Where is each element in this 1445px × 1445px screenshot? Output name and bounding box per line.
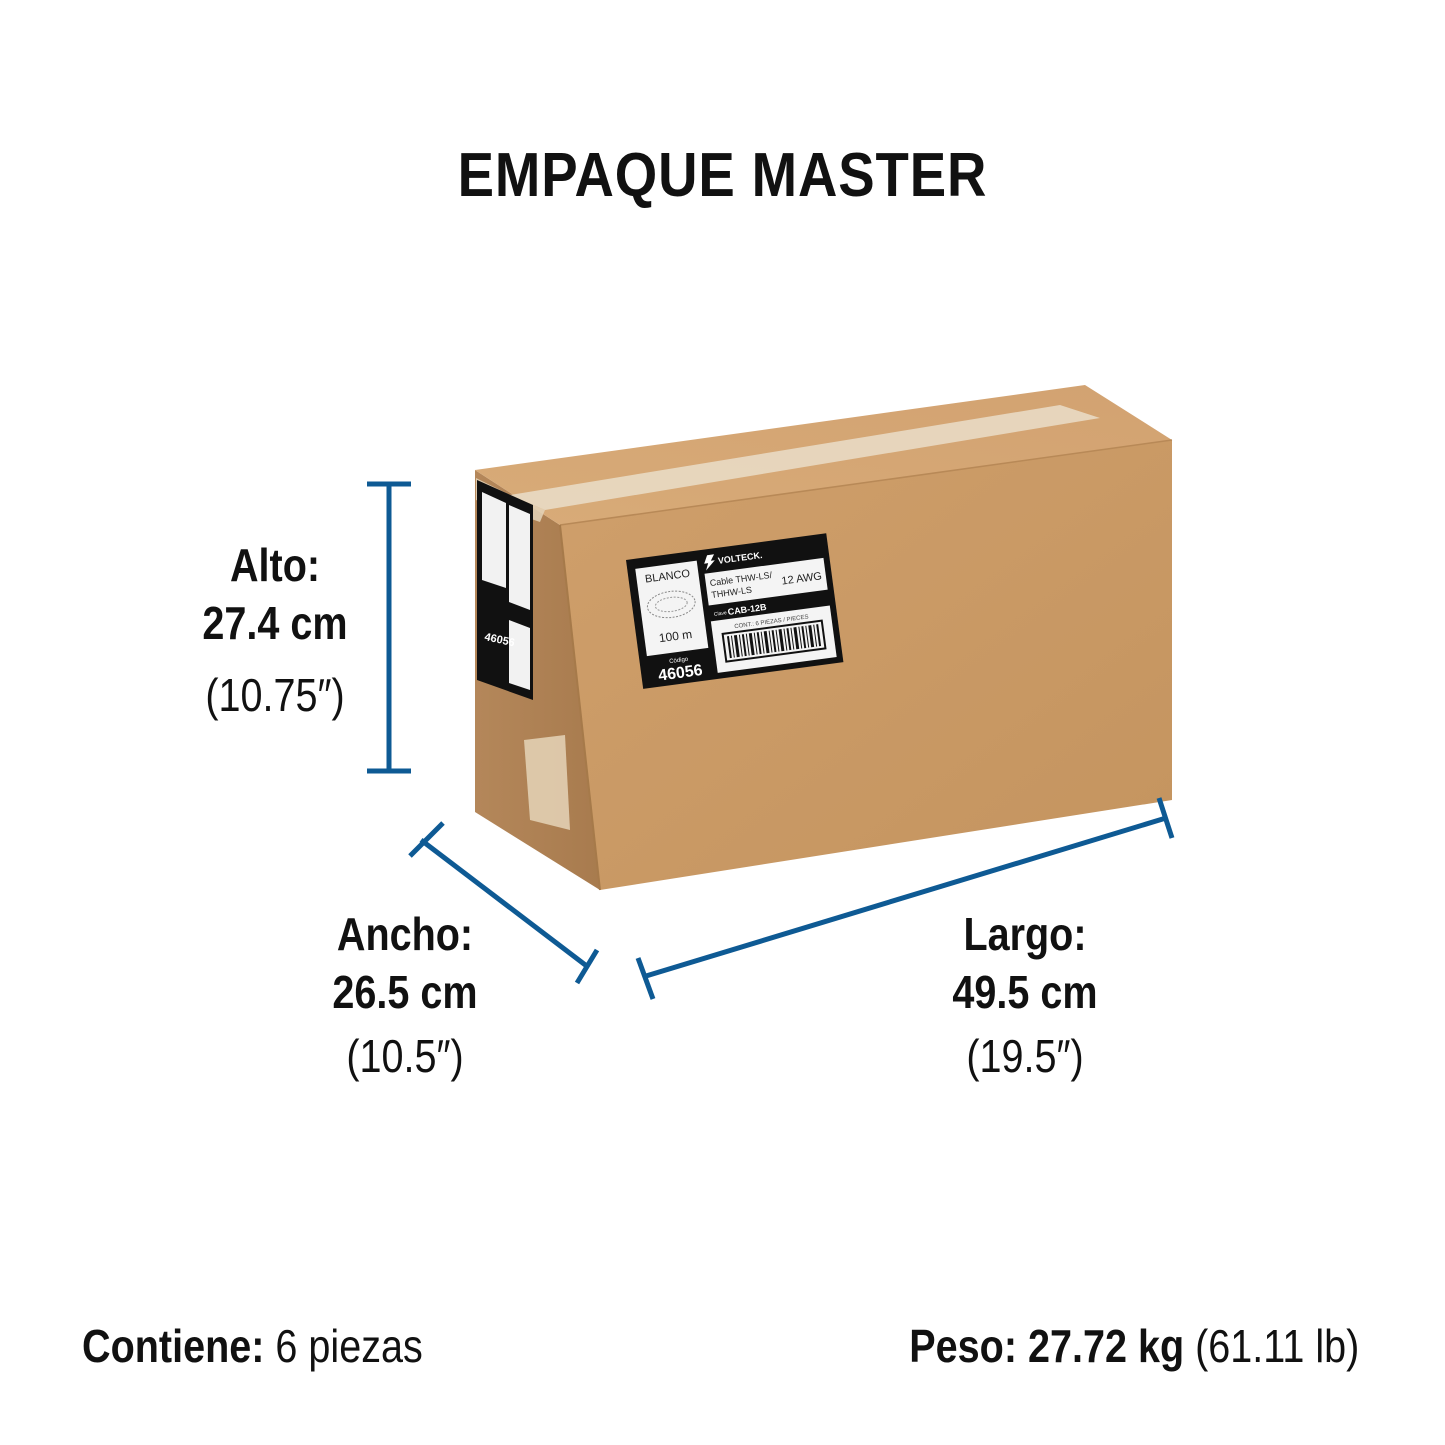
peso-imperial: (61.11 lb) — [1194, 1320, 1359, 1372]
svg-text:100 m: 100 m — [658, 627, 693, 645]
product-label: BLANCO 100 m Código 46056 VOLTECK. Cable… — [626, 533, 844, 689]
ancho-metric: 26.5 cm — [332, 966, 478, 1018]
contiene-label: Contiene: — [82, 1320, 265, 1372]
packing-tape — [510, 405, 1100, 510]
ancho-dimension-label: Ancho: 26.5 cm (10.5″) — [315, 905, 496, 1085]
alto-metric: 27.4 cm — [202, 597, 348, 649]
alto-dimension-label: Alto: 27.4 cm (10.75″) — [185, 536, 366, 724]
side-tape-flap — [524, 735, 570, 830]
largo-dimension-label: Largo: 49.5 cm (19.5″) — [935, 905, 1116, 1085]
largo-imperial: (19.5″) — [966, 1030, 1084, 1082]
alto-imperial: (10.75″) — [205, 669, 345, 721]
svg-text:BLANCO: BLANCO — [644, 568, 691, 586]
alto-dimension-line — [367, 481, 411, 774]
side-label: 46056 — [477, 480, 533, 700]
alto-title: Alto: — [229, 539, 321, 591]
svg-text:12 AWG: 12 AWG — [781, 570, 823, 587]
peso-label: Peso: — [908, 1320, 1017, 1372]
svg-text:Clave: Clave — [714, 610, 728, 618]
largo-title: Largo: — [963, 908, 1087, 960]
contiene-value: 6 piezas — [275, 1320, 423, 1372]
ancho-imperial: (10.5″) — [346, 1030, 464, 1082]
barcode — [721, 619, 827, 663]
page-title: EMPAQUE MASTER — [457, 141, 988, 210]
peso-value: 27.72 kg — [1027, 1320, 1184, 1372]
largo-dimension-line — [635, 797, 1175, 1000]
contents-info: Contiene: 6 piezas — [82, 1316, 423, 1376]
ancho-dimension-line — [408, 821, 600, 985]
weight-info: Peso: 27.72 kg (61.11 lb) — [909, 1316, 1359, 1376]
svg-text:46056: 46056 — [657, 662, 703, 685]
svg-text:Código: Código — [669, 657, 689, 666]
ancho-title: Ancho: — [336, 908, 474, 960]
largo-metric: 49.5 cm — [952, 966, 1098, 1018]
lightning-bolt-icon — [704, 554, 715, 571]
